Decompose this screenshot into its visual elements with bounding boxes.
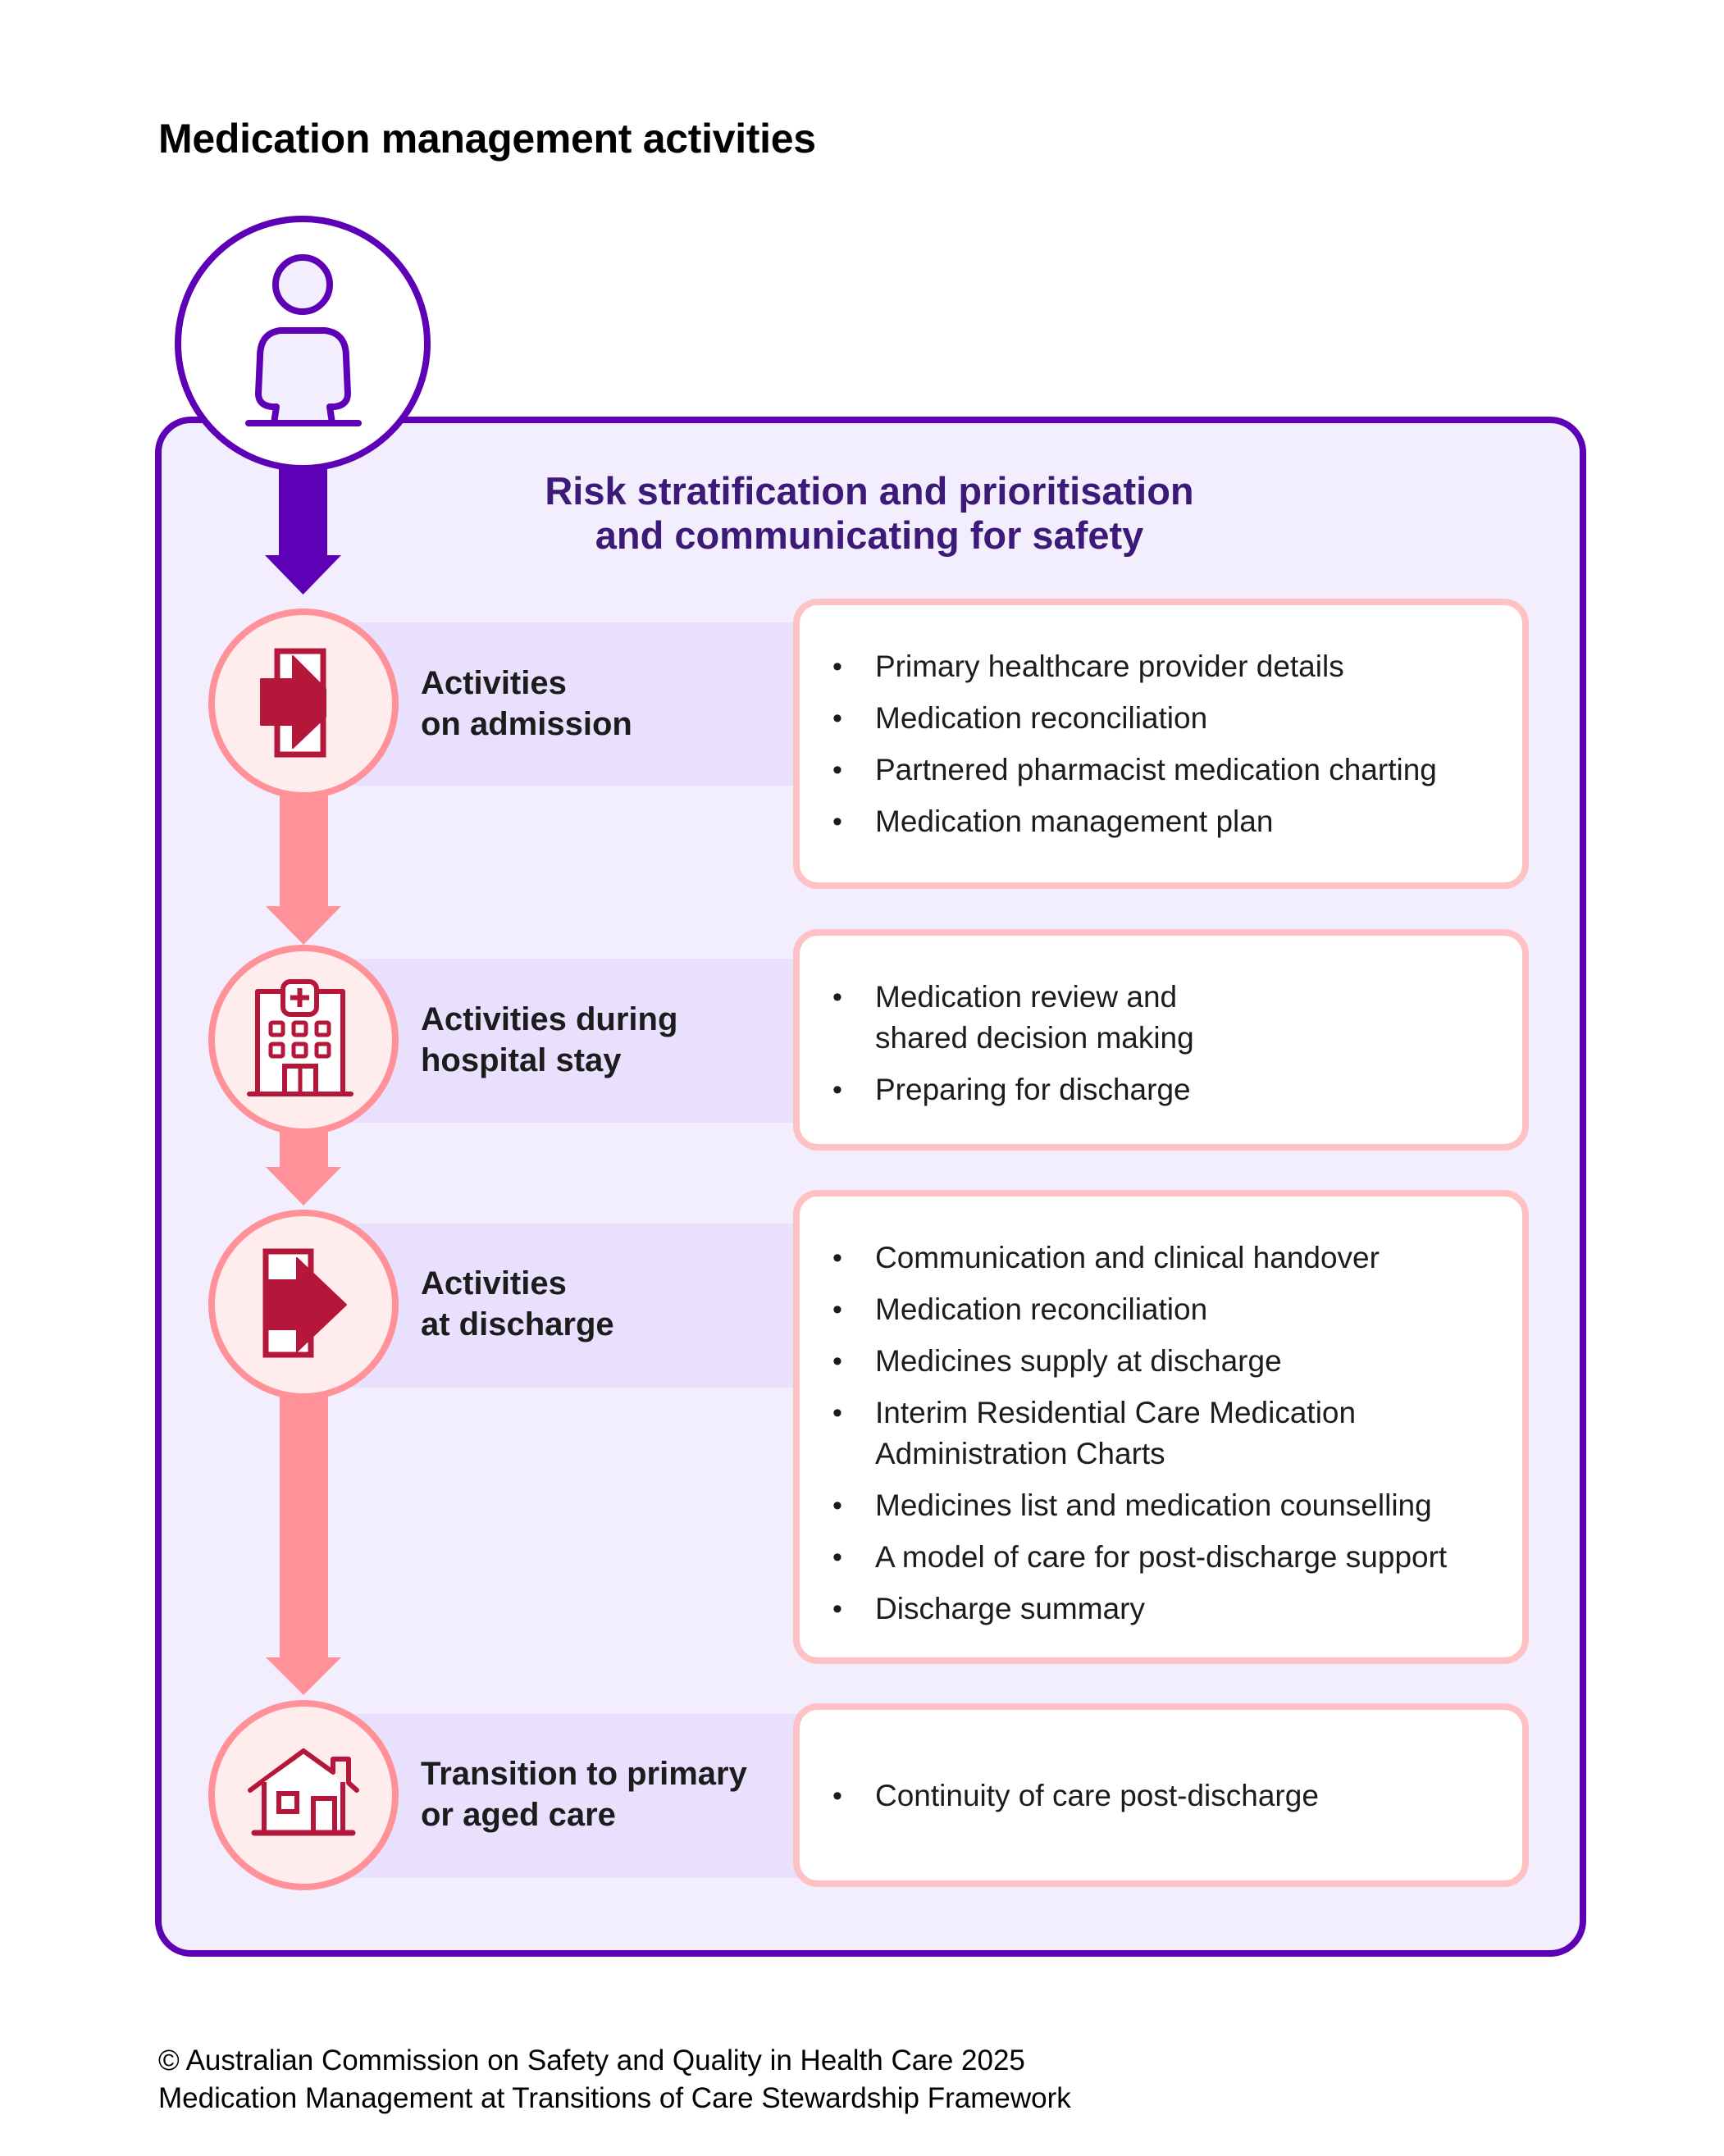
footer: © Australian Commission on Safety and Qu…	[158, 2042, 1071, 2117]
page-title: Medication management activities	[158, 116, 816, 162]
framework-line: Medication Management at Transitions of …	[158, 2082, 1071, 2114]
content-box-discharge: Communication and clinical handover Medi…	[793, 1190, 1529, 1664]
list-item: A model of care for post-discharge suppo…	[800, 1537, 1513, 1578]
person-icon	[245, 254, 362, 426]
step-label-discharge: Activities at discharge	[421, 1265, 614, 1342]
hospital-stay-activities-list: Medication review and shared decision ma…	[800, 977, 1259, 1110]
content-box-transition: Continuity of care post-discharge	[793, 1703, 1529, 1887]
list-item: Interim Residential Care Medication Admi…	[800, 1393, 1384, 1475]
pink-arrow-2	[266, 1128, 341, 1206]
list-item: Primary healthcare provider details	[800, 646, 1522, 687]
discharge-door-exit-icon	[262, 1248, 347, 1358]
list-item: Discharge summary	[800, 1589, 1513, 1630]
list-item: Continuity of care post-discharge	[800, 1775, 1522, 1816]
transition-activities-list: Continuity of care post-discharge	[800, 1775, 1522, 1816]
content-box-admission: Primary healthcare provider details Medi…	[793, 599, 1529, 889]
list-item: Preparing for discharge	[800, 1069, 1259, 1110]
step-label-hospital-stay: Activities during hospital stay	[421, 1001, 678, 1078]
pink-arrow-3	[266, 1390, 341, 1695]
section-heading-line1: Risk stratification and prioritisation	[545, 469, 1194, 513]
content-box-hospital-stay: Medication review and shared decision ma…	[793, 929, 1529, 1151]
admission-activities-list: Primary healthcare provider details Medi…	[800, 646, 1522, 842]
copyright-line: © Australian Commission on Safety and Qu…	[158, 2044, 1025, 2076]
list-item: Medication reconciliation	[800, 698, 1522, 739]
discharge-activities-list: Communication and clinical handover Medi…	[800, 1238, 1513, 1630]
step-label-admission: Activities on admission	[421, 665, 632, 742]
list-item: Medication management plan	[800, 801, 1522, 842]
list-item: Medication review and shared decision ma…	[800, 977, 1259, 1059]
list-item: Medicines supply at discharge	[800, 1341, 1513, 1382]
list-item: Partnered pharmacist medication charting	[800, 750, 1522, 791]
list-item: Communication and clinical handover	[800, 1238, 1513, 1279]
list-item: Medicines list and medication counsellin…	[800, 1485, 1513, 1526]
section-heading-line2: and communicating for safety	[595, 513, 1144, 557]
hospital-building-icon	[247, 979, 353, 1096]
house-icon	[248, 1748, 359, 1836]
section-heading: Risk stratification and prioritisation a…	[459, 469, 1279, 558]
admission-door-enter-icon	[260, 648, 326, 758]
purple-down-arrow	[265, 459, 341, 595]
list-item: Medication reconciliation	[800, 1289, 1513, 1330]
step-label-transition: Transition to primary or aged care	[421, 1756, 747, 1833]
pink-arrow-1	[266, 787, 341, 945]
